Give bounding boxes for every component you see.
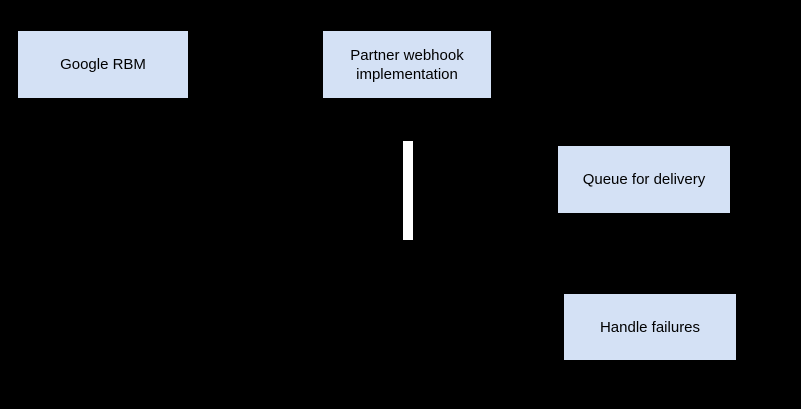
node-partner-webhook-implementation[interactable]: Partner webhook implementation — [323, 31, 491, 98]
node-handle-failures-label: Handle failures — [599, 318, 701, 336]
node-partner-webhook-implementation-label: Partner webhook implementation — [350, 46, 464, 83]
connector-vertical-segment[interactable] — [403, 141, 413, 240]
node-queue-for-delivery[interactable]: Queue for delivery — [558, 146, 730, 213]
node-handle-failures[interactable]: Handle failures — [564, 294, 736, 360]
node-google-rbm[interactable]: Google RBM — [18, 31, 188, 98]
node-queue-for-delivery-label: Queue for delivery — [582, 171, 706, 188]
node-google-rbm-label: Google RBM — [60, 56, 146, 73]
